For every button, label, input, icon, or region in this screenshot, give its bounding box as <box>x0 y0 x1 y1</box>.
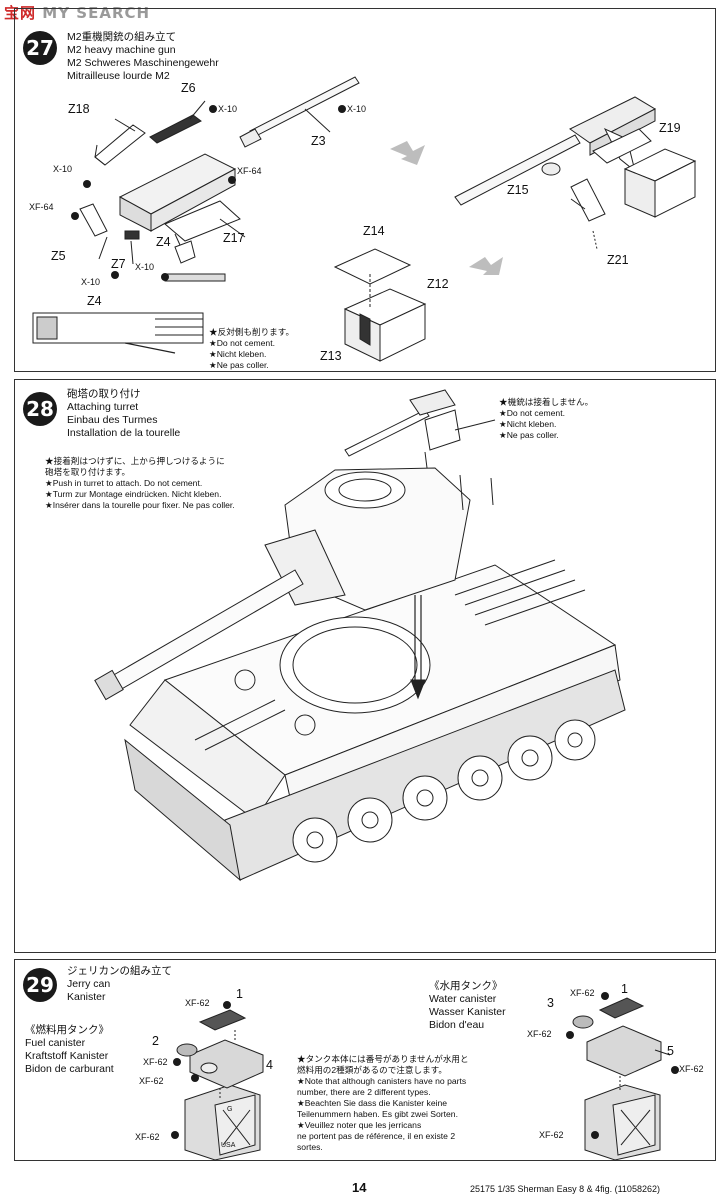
step-28-note-left: ★接着剤はつけずに、上から押しつけるように 砲塔を取り付けます。 ★Push i… <box>45 456 235 511</box>
title-en: M2 heavy machine gun <box>67 44 176 56</box>
note-de-2: Teilenummern haben. Es gibt zwei Sorten. <box>297 1109 458 1119</box>
fuel-ja: 《燃料用タンク》 <box>25 1024 109 1036</box>
title-ja: ジェリカンの組み立て <box>67 965 172 977</box>
water-paint-xf62-c: XF-62 <box>679 1064 704 1074</box>
step-29-panel: 29 ジェリカンの組み立て Jerry can Kanister 《燃料用タンク… <box>14 959 716 1161</box>
note-fr-2: ne portent pas de référence, il en exist… <box>297 1131 456 1141</box>
footer-info: 25175 1/35 Sherman Easy 8 & 4fig. (11058… <box>470 1184 660 1194</box>
fuel-paint-xf62-a: XF-62 <box>185 998 210 1008</box>
fuel-part-2: 2 <box>152 1034 159 1048</box>
note-ja: ★反対側も削ります。 <box>209 327 295 337</box>
title-fr: Installation de la tourelle <box>67 427 181 439</box>
fuel-paint-xf62-b: XF-62 <box>143 1057 168 1067</box>
note-ja-1: ★タンク本体には番号がありませんが水用と <box>297 1054 469 1064</box>
note-en: ★Push in turret to attach. Do not cement… <box>45 478 203 488</box>
water-part-5: 5 <box>667 1044 674 1058</box>
title-fr: Mitrailleuse lourde M2 <box>67 70 170 82</box>
note-de-1: ★Beachten Sie dass die Kanister keine <box>297 1098 448 1108</box>
step-28-number: 28 <box>23 392 57 426</box>
note-de: ★Turm zur Montage eindrücken. Nicht kleb… <box>45 489 222 499</box>
step-27-number: 27 <box>23 31 57 65</box>
water-part-3: 3 <box>547 996 554 1010</box>
note-fr: ★Ne pas coller. <box>209 360 269 370</box>
jerry-can-illustration <box>171 992 679 1161</box>
fuel-part-4: 4 <box>266 1058 273 1072</box>
step-28-title: 砲塔の取り付け Attaching turret Einbau des Turm… <box>67 388 180 440</box>
part-z6: Z6 <box>181 81 196 95</box>
part-z13: Z13 <box>320 349 342 363</box>
note-ja-1: ★接着剤はつけずに、上から押しつけるように <box>45 456 225 466</box>
paint-x10-d: X-10 <box>135 262 155 272</box>
part-z17: Z17 <box>223 231 245 245</box>
water-paint-xf62-d: XF-62 <box>539 1130 564 1140</box>
title-ja: 砲塔の取り付け <box>67 388 141 400</box>
title-de: Kanister <box>67 991 106 1003</box>
note-en: ★Do not cement. <box>499 408 565 418</box>
part-z3: Z3 <box>311 134 326 148</box>
step-28-panel: 28 砲塔の取り付け Attaching turret Einbau des T… <box>14 379 716 953</box>
part-z4-a: Z4 <box>156 235 171 249</box>
part-z19: Z19 <box>659 121 681 135</box>
water-fr: Bidon d'eau <box>429 1019 485 1031</box>
fuel-paint-xf62-d: XF-62 <box>135 1132 160 1142</box>
note-de: ★Nicht kleben. <box>499 419 557 429</box>
part-z18: Z18 <box>68 102 90 116</box>
fuel-paint-xf62-c: XF-62 <box>139 1076 164 1086</box>
paint-xf64-a: XF-64 <box>29 202 54 212</box>
note-ja: ★機銃は接着しません。 <box>499 397 594 407</box>
note-en-1: ★Note that although canisters have no pa… <box>297 1076 467 1086</box>
step-29-title: ジェリカンの組み立て Jerry can Kanister <box>67 965 172 1004</box>
paint-x10-b: X-10 <box>347 104 367 114</box>
water-en: Water canister <box>429 993 497 1005</box>
note-en-2: number, there are 2 different types. <box>297 1087 431 1097</box>
note-ja-2: 燃料用の2種類があるので注意します。 <box>297 1065 448 1075</box>
water-part-1: 1 <box>621 982 628 996</box>
part-z4-b: Z4 <box>87 294 102 308</box>
title-en: Attaching turret <box>67 401 139 413</box>
note-ja-2: 砲塔を取り付けます。 <box>45 467 131 477</box>
fuel-fr: Bidon de carburant <box>25 1063 114 1075</box>
step-27-note: ★反対側も削ります。 ★Do not cement. ★Nicht kleben… <box>209 327 294 371</box>
water-ja: 《水用タンク》 <box>429 980 503 992</box>
part-z12: Z12 <box>427 277 449 291</box>
tank-illustration <box>94 389 626 882</box>
note-fr: ★Ne pas coller. <box>499 430 559 440</box>
step-27-title: M2重機関銃の組み立て M2 heavy machine gun M2 Schw… <box>67 31 219 83</box>
part-z5: Z5 <box>51 249 66 263</box>
note-fr-1: ★Veuillez noter que les jerricans <box>297 1120 422 1130</box>
part-z7: Z7 <box>111 257 126 271</box>
title-ja: M2重機関銃の組み立て <box>67 31 177 43</box>
paint-xf64-b: XF-64 <box>237 166 262 176</box>
fuel-de: Kraftstoff Kanister <box>25 1050 109 1062</box>
step-27-panel: 27 M2重機関銃の組み立て M2 heavy machine gun M2 S… <box>14 8 716 372</box>
title-en: Jerry can <box>67 978 111 990</box>
part-z14: Z14 <box>363 224 385 238</box>
title-de: Einbau des Turmes <box>67 414 158 426</box>
step-29-number: 29 <box>23 968 57 1002</box>
paint-x10-e: X-10 <box>81 277 101 287</box>
title-de: M2 Schweres Maschinengewehr <box>67 57 219 69</box>
part-z21: Z21 <box>607 253 629 267</box>
note-en: ★Do not cement. <box>209 338 275 348</box>
fuel-can-g-mark: G <box>227 1106 233 1113</box>
fuel-can-usa-mark: USA <box>221 1142 236 1149</box>
step-28-note-right: ★機銃は接着しません。 ★Do not cement. ★Nicht klebe… <box>499 397 593 441</box>
step-29-note: ★タンク本体には番号がありませんが水用と 燃料用の2種類があるので注意します。 … <box>297 1054 469 1153</box>
water-paint-xf62-b: XF-62 <box>527 1029 552 1039</box>
water-de: Wasser Kanister <box>429 1006 506 1018</box>
fuel-canister-title: 《燃料用タンク》 Fuel canister Kraftstoff Kanist… <box>25 1024 114 1076</box>
water-paint-xf62-a: XF-62 <box>570 988 595 998</box>
step-27-illustration <box>32 76 697 362</box>
fuel-en: Fuel canister <box>25 1037 86 1049</box>
note-fr-3: sortes. <box>297 1142 323 1152</box>
paint-x10-c: X-10 <box>53 164 73 174</box>
water-canister-title: 《水用タンク》 Water canister Wasser Kanister B… <box>429 980 506 1032</box>
part-z15: Z15 <box>507 183 529 197</box>
note-de: ★Nicht kleben. <box>209 349 267 359</box>
page-number: 14 <box>352 1180 367 1195</box>
fuel-part-1: 1 <box>236 987 243 1001</box>
note-fr: ★Insérer dans la tourelle pour fixer. Ne… <box>45 500 235 510</box>
paint-x10-a: X-10 <box>218 104 238 114</box>
